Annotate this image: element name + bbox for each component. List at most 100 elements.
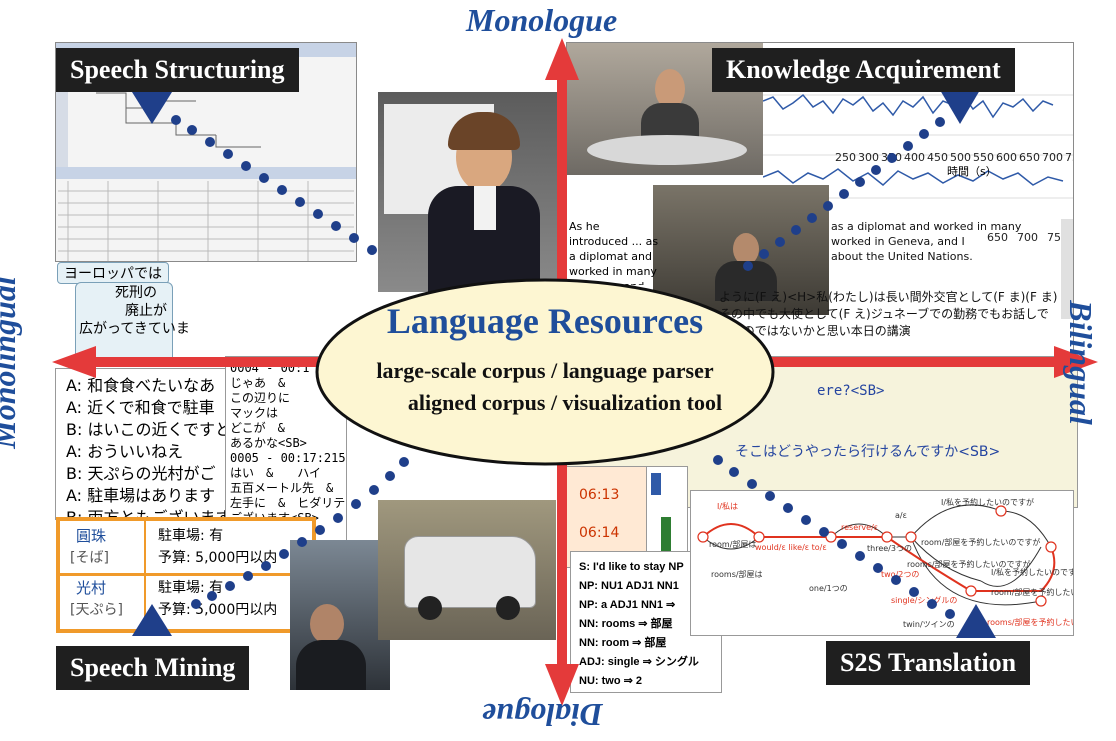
van-photo: [378, 500, 556, 640]
label-s2s-translation: S2S Translation: [826, 641, 1031, 685]
bubble-text: 死刑の: [115, 285, 157, 301]
lattice-label: a/ε: [895, 511, 907, 520]
transcript-line: はい & ハイ: [230, 466, 321, 480]
transcript-line: 0005 - 00:17:215-00:661: [230, 451, 346, 465]
transcript-line: じゃあ &: [230, 376, 286, 390]
shop-budget: 予算: 5,000円以内: [158, 550, 278, 566]
parse-rule: S: I'd like to stay NP: [579, 561, 684, 573]
pointer-icon: [132, 92, 172, 124]
arrow-down: [545, 664, 579, 706]
shop-parking: 駐車場: 有: [158, 580, 224, 596]
knowledge-screenshot: 250300350400450500550600650700750 時間（s） …: [566, 42, 1074, 376]
arrow-up: [545, 38, 579, 80]
studio-photo: [653, 185, 829, 315]
shop-divider: [144, 573, 146, 625]
axis-title-bottom: Dialogue: [482, 697, 603, 733]
jp-utterance: そこはどうやったら行けるんですか<SB>: [735, 444, 1001, 460]
x-tick: 750: [1065, 151, 1073, 164]
transcript-line: この辺りに: [230, 391, 291, 405]
pointer-icon: [132, 604, 172, 636]
scrollbar[interactable]: [1061, 219, 1073, 319]
lattice-label: rooms/部屋を予約したいのですが: [987, 618, 1073, 627]
transcript-line: 左手に & ヒダリテ: [230, 496, 346, 510]
label-knowledge-acquirement: Knowledge Acquirement: [712, 48, 1015, 92]
parse-rule: ADJ: single ⇒ シングル: [579, 656, 699, 668]
lattice-label: room/部屋を予約したいのですが: [991, 588, 1073, 597]
shop-card: 光村 [天ぷら] 駐車場: 有予算: 5,000円以内: [60, 573, 312, 625]
time-label: 06:14: [579, 525, 620, 541]
dialogue-line: A: 駐車場はあります: [66, 486, 216, 505]
center-ellipse: [315, 278, 775, 466]
label-speech-structuring: Speech Structuring: [56, 48, 299, 92]
x-tick: 450: [927, 151, 948, 164]
axis-title-top: Monologue: [466, 2, 618, 38]
shop-reading: [天ぷら]: [70, 602, 123, 618]
label-speech-mining: Speech Mining: [56, 646, 250, 690]
shop-reading: [そば]: [70, 550, 109, 566]
shop-budget: 予算: 5,000円以内: [158, 602, 278, 618]
x-tick: 250: [835, 151, 856, 164]
lattice-label: would/ε like/ε to/ε: [755, 543, 827, 552]
lattice-label: three/3つの: [867, 544, 912, 553]
lattice-label: rooms/部屋は: [711, 570, 763, 579]
japanese-transcript: ように(F え)<H>私(わたし)は長い間外交官として(F ま)(F ま)その中…: [719, 290, 1058, 338]
x-tick: 700: [1042, 151, 1063, 164]
interview-photo: [567, 43, 763, 175]
shop-divider: [144, 521, 146, 573]
pointer-icon: [956, 604, 996, 638]
x-tick: 650: [987, 231, 1008, 244]
bubble-text: 広がってきていま: [79, 321, 190, 337]
x-tick: 650: [1019, 151, 1040, 164]
dialogue-line: A: おういいねえ: [66, 442, 184, 461]
dialogue-line: B: 両方ともございます: [66, 508, 232, 520]
transcript-line: マックは: [230, 406, 279, 420]
bubble-text: 廃止が: [125, 303, 167, 319]
arrow-left: [52, 346, 96, 378]
x-tick: 700: [1017, 231, 1038, 244]
lattice-graph: [697, 504, 1057, 607]
transcript-line: 五百メートル先 & ゴヒャクメートルサキ: [230, 481, 346, 495]
transcript-line: あるかな<SB>: [230, 436, 307, 450]
en-utterance: ere?<SB>: [817, 383, 885, 399]
shop-name: 圓珠: [76, 527, 107, 545]
dialogue-line: B: はいこの近くですと: [66, 420, 231, 439]
lattice-label: room/部屋を予約したいのですが: [921, 538, 1041, 547]
shop-list: 圓珠[そば]駐車場: 有予算: 5,000円以内光村[天ぷら]駐車場: 有予算:…: [56, 517, 316, 633]
lattice-label: twin/ツインの: [903, 620, 955, 629]
data-table: [58, 181, 354, 261]
transcript-line: どこが &: [230, 421, 285, 435]
lattice-label: single/シングルの: [891, 596, 958, 605]
axis-title-left: Monolingual: [0, 276, 22, 449]
lattice-label: two/2つの: [881, 570, 920, 579]
center-title: Language Resources: [386, 301, 704, 341]
center-line-2: aligned corpus / visualization tool: [407, 390, 723, 415]
x-tick: 600: [996, 151, 1017, 164]
parse-rule: NU: two ⇒ 2: [579, 675, 642, 687]
x-axis-label: 時間（s）: [947, 165, 997, 178]
x-tick: 500: [950, 151, 971, 164]
pointer-icon: [940, 90, 980, 124]
time-label: 06:13: [579, 487, 620, 503]
shop-card: 圓珠[そば]駐車場: 有予算: 5,000円以内: [60, 521, 312, 576]
center-line-1: large-scale corpus / language parser: [376, 358, 714, 383]
parse-rule: NP: a ADJ1 NN1 ⇒: [579, 599, 676, 611]
x-tick: 550: [973, 151, 994, 164]
arrow-right: [1054, 346, 1098, 378]
x-tick: 400: [904, 151, 925, 164]
car-interior-photo: [290, 540, 390, 690]
lattice-label: room/部屋は: [709, 540, 757, 549]
dialogue-line: A: 和食食べたいなあ: [66, 376, 216, 395]
lattice-label: one/1つの: [809, 584, 848, 593]
table-titlebar: [56, 167, 356, 179]
parse-rule: NP: NU1 ADJ1 NN1: [579, 580, 679, 592]
parse-rule: NN: room ⇒ 部屋: [579, 637, 667, 649]
parse-rule: NN: rooms ⇒ 部屋: [579, 618, 673, 630]
x-tick: 300: [858, 151, 879, 164]
shop-name: 光村: [76, 579, 107, 597]
lattice-label: I/私を予約したいのですが: [941, 498, 1035, 507]
lattice-label: rooms/部屋を予約したいのですが: [907, 560, 1031, 569]
